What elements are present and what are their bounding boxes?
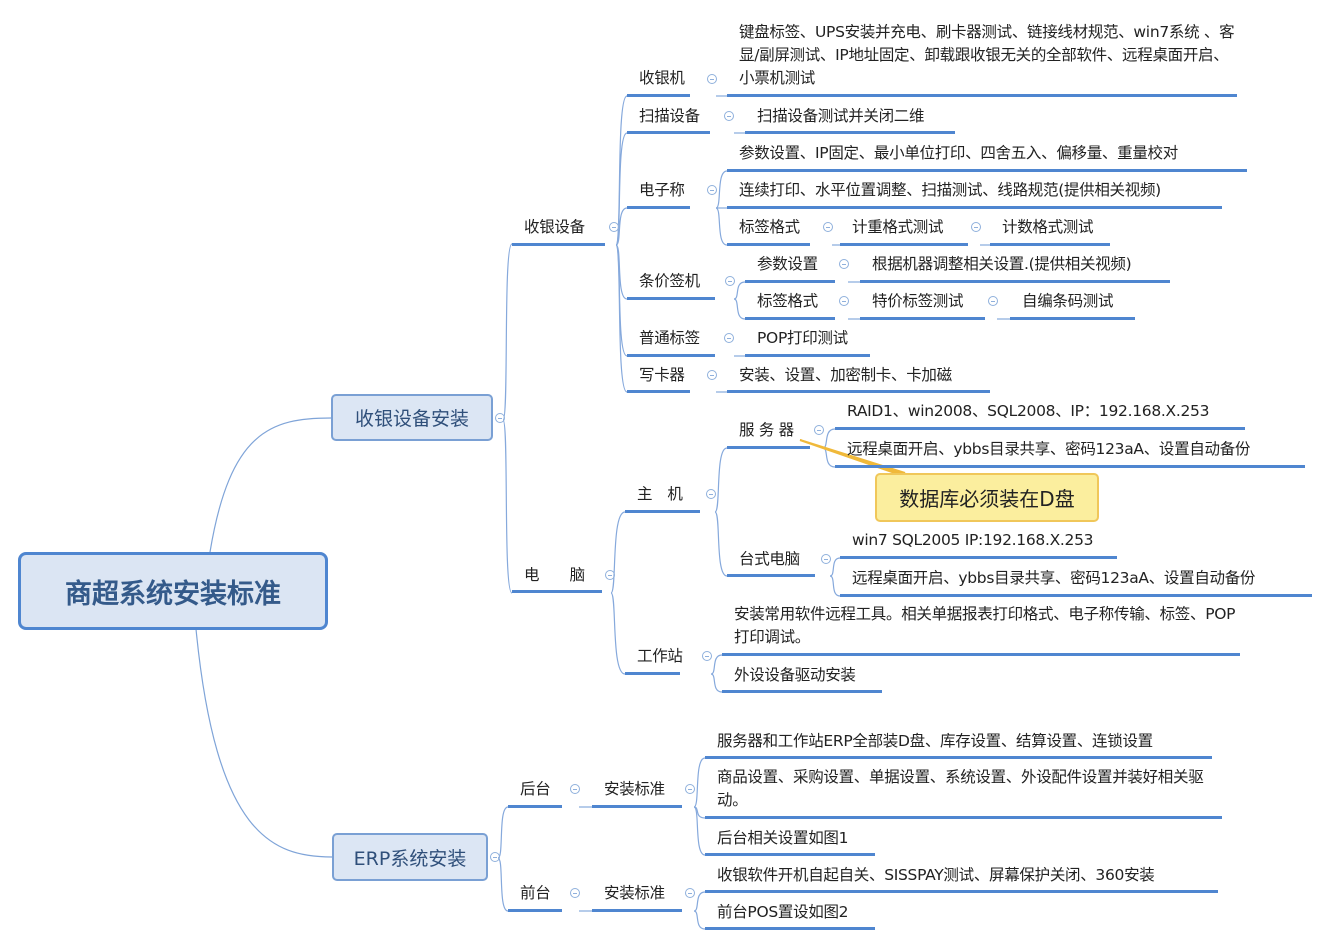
collapse-icon[interactable] xyxy=(988,296,998,306)
topic-computer[interactable]: 电 脑 xyxy=(512,564,602,593)
scanner-detail[interactable]: 扫描设备测试并关闭二维 xyxy=(745,105,955,134)
collapse-icon[interactable] xyxy=(495,413,505,423)
connector-line xyxy=(829,557,841,577)
connector-line xyxy=(714,511,728,577)
collapse-icon[interactable] xyxy=(823,222,833,232)
price-label-params[interactable]: 参数设置 xyxy=(745,253,835,283)
connector-line xyxy=(497,857,509,912)
connector-line xyxy=(693,910,706,930)
topic-pos-devices[interactable]: 收银设备 xyxy=(512,216,605,246)
connector-line xyxy=(822,428,836,449)
card-writer-detail[interactable]: 安装、设置、加密制卡、卡加磁 xyxy=(727,364,990,393)
collapse-icon[interactable] xyxy=(971,222,981,232)
collapse-icon[interactable] xyxy=(707,370,717,380)
topic-frontend[interactable]: 前台 xyxy=(508,882,562,912)
connector-line xyxy=(710,673,723,693)
frontend-standard[interactable]: 安装标准 xyxy=(592,882,682,912)
topic-price-label[interactable]: 条价签机 xyxy=(627,270,715,300)
connector-line xyxy=(209,417,332,553)
connector-line xyxy=(829,575,841,597)
collapse-icon[interactable] xyxy=(702,651,712,661)
collapse-icon[interactable] xyxy=(570,888,580,898)
collapse-icon[interactable] xyxy=(707,185,717,195)
collapse-icon[interactable] xyxy=(685,888,695,898)
connector-line xyxy=(615,244,628,357)
collapse-icon[interactable] xyxy=(609,222,619,232)
topic-server[interactable]: 服 务 器 xyxy=(727,419,810,449)
connector-line xyxy=(195,628,333,858)
scale-detail-2[interactable]: 连续打印、水平位置调整、扫描测试、线路规范(提供相关视频) xyxy=(727,179,1222,209)
desktop-detail-2[interactable]: 远程桌面开启、ybbs目录共享、密码123aA、设置自动备份 xyxy=(840,567,1312,597)
connector-line xyxy=(615,244,628,393)
topic-desktop[interactable]: 台式电脑 xyxy=(727,548,815,577)
connector-line xyxy=(502,419,513,594)
connector-line xyxy=(610,592,626,675)
collapse-icon[interactable] xyxy=(490,852,500,862)
topic-scale[interactable]: 电子称 xyxy=(627,179,690,209)
backend-item[interactable]: 商品设置、采购设置、单据设置、系统设置、外设配件设置并装好相关驱动。 xyxy=(705,766,1222,819)
topic-backend[interactable]: 后台 xyxy=(508,778,562,808)
connector-line xyxy=(497,806,509,859)
workstation-detail-1[interactable]: 安装常用软件远程工具。相关单据报表打印格式、电子称传输、标签、POP打印调试。 xyxy=(722,603,1240,656)
server-detail-2[interactable]: 远程桌面开启、ybbs目录共享、密码123aA、设置自动备份 xyxy=(835,438,1305,468)
price-label-barcode-test[interactable]: 自编条码测试 xyxy=(1010,290,1135,320)
frontend-item[interactable]: 前台POS置设如图2 xyxy=(705,901,875,930)
backend-item[interactable]: 服务器和工作站ERP全部装D盘、库存设置、结算设置、连锁设置 xyxy=(705,730,1212,759)
connector-line xyxy=(615,207,628,246)
server-detail-1[interactable]: RAID1、win2008、SQL2008、IP：192.168.X.253 xyxy=(835,400,1245,430)
topic-host[interactable]: 主 机 xyxy=(625,483,700,513)
desktop-detail-1[interactable]: win7 SQL2005 IP:192.168.X.253 xyxy=(840,529,1117,559)
connector-line xyxy=(710,654,723,675)
collapse-icon[interactable] xyxy=(839,259,849,269)
topic-pos-install[interactable]: 收银设备安装 xyxy=(331,394,493,441)
collapse-icon[interactable] xyxy=(706,489,716,499)
connector-line xyxy=(733,298,746,320)
normal-label-detail[interactable]: POP打印测试 xyxy=(745,327,870,357)
topic-workstation[interactable]: 工作站 xyxy=(625,645,683,675)
connector-line xyxy=(615,132,628,246)
topic-normal-label[interactable]: 普通标签 xyxy=(627,327,715,357)
collapse-icon[interactable] xyxy=(821,554,831,564)
collapse-icon[interactable] xyxy=(707,74,717,84)
topic-cash-register[interactable]: 收银机 xyxy=(627,67,690,97)
backend-item[interactable]: 后台相关设置如图1 xyxy=(705,827,875,856)
scale-detail-1[interactable]: 参数设置、IP固定、最小单位打印、四舍五入、偏移量、重量校对 xyxy=(727,142,1247,172)
cash-register-detail[interactable]: 键盘标签、UPS安装并充电、刷卡器测试、链接线材规范、win7系统 、客显/副屏… xyxy=(727,21,1237,97)
collapse-icon[interactable] xyxy=(570,784,580,794)
scale-label-format[interactable]: 标签格式 xyxy=(727,216,810,246)
price-label-format[interactable]: 标签格式 xyxy=(745,290,835,320)
connector-line xyxy=(714,447,728,513)
backend-standard[interactable]: 安装标准 xyxy=(592,778,682,808)
collapse-icon[interactable] xyxy=(725,276,735,286)
collapse-icon[interactable] xyxy=(724,111,734,121)
root-topic[interactable]: 商超系统安装标准 xyxy=(18,552,328,630)
connector-line xyxy=(715,170,728,209)
connector-line xyxy=(693,757,706,808)
collapse-icon[interactable] xyxy=(839,296,849,306)
frontend-item[interactable]: 收银软件开机自起自关、SISSPAY测试、屏幕保护关闭、360安装 xyxy=(705,864,1218,893)
connector-line xyxy=(610,511,626,594)
connector-line xyxy=(502,243,513,421)
connector-line xyxy=(715,207,728,246)
workstation-detail-2[interactable]: 外设设备驱动安装 xyxy=(722,664,882,693)
connector-line xyxy=(693,806,706,856)
collapse-icon[interactable] xyxy=(814,425,824,435)
connector-line xyxy=(733,281,746,300)
collapse-icon[interactable] xyxy=(605,570,615,580)
topic-card-writer[interactable]: 写卡器 xyxy=(627,364,690,393)
collapse-icon[interactable] xyxy=(685,784,695,794)
collapse-icon[interactable] xyxy=(724,333,734,343)
scale-weight-test[interactable]: 计重格式测试 xyxy=(840,216,968,246)
price-label-special-test[interactable]: 特价标签测试 xyxy=(860,290,985,320)
scale-count-test[interactable]: 计数格式测试 xyxy=(990,216,1110,246)
connector-line xyxy=(693,891,706,912)
callout-database-d-drive[interactable]: 数据库必须装在D盘 xyxy=(875,473,1099,522)
price-label-params-detail[interactable]: 根据机器调整相关设置.(提供相关视频) xyxy=(860,253,1170,283)
topic-scanner[interactable]: 扫描设备 xyxy=(627,105,710,134)
topic-erp-install[interactable]: ERP系统安装 xyxy=(332,833,488,881)
